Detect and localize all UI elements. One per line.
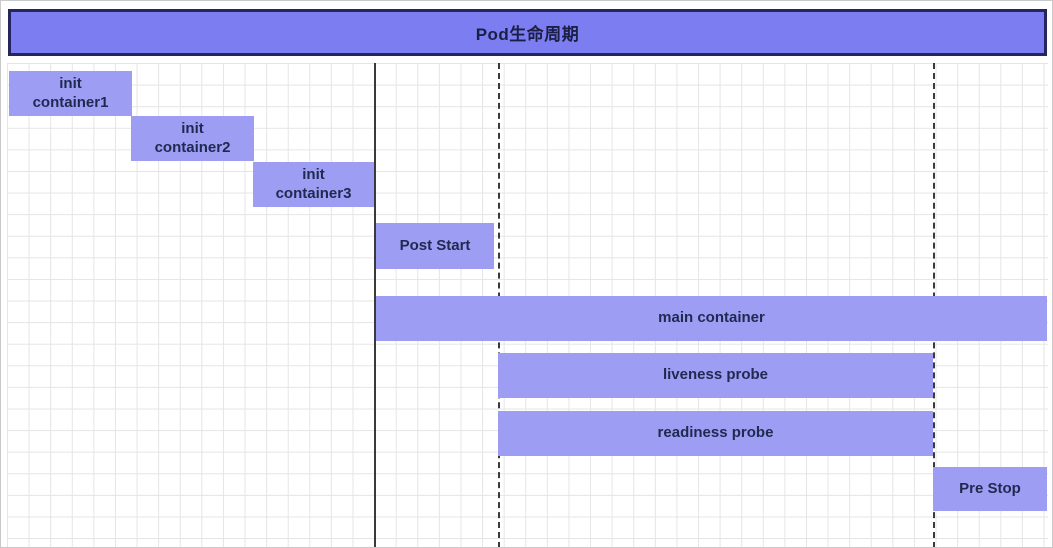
bar-label: init bbox=[59, 74, 82, 92]
bar-label: init bbox=[181, 119, 204, 137]
phase-line-solid bbox=[374, 63, 376, 547]
bar-main-container: main container bbox=[376, 296, 1047, 341]
bar-init-container2: init container2 bbox=[131, 116, 254, 161]
diagram-title: Pod生命周期 bbox=[8, 9, 1047, 56]
bar-label: main container bbox=[658, 309, 765, 327]
bar-label: liveness probe bbox=[662, 366, 769, 384]
bar-label: Pre Stop bbox=[959, 479, 1021, 497]
bar-pre-stop: Pre Stop bbox=[933, 467, 1047, 511]
bar-label: container3 bbox=[275, 184, 352, 202]
bar-label: Post Start bbox=[399, 236, 471, 254]
bar-readiness-probe: readiness probe bbox=[498, 411, 933, 456]
bar-label: init bbox=[302, 165, 325, 183]
bar-label: container2 bbox=[154, 138, 231, 156]
bar-label: container1 bbox=[32, 93, 109, 111]
bar-init-container1: init container1 bbox=[9, 71, 132, 116]
bar-liveness-probe: liveness probe bbox=[498, 353, 933, 398]
bar-post-start: Post Start bbox=[376, 223, 494, 269]
bar-label: readiness probe bbox=[657, 424, 774, 442]
bar-init-container3: init container3 bbox=[253, 162, 374, 207]
